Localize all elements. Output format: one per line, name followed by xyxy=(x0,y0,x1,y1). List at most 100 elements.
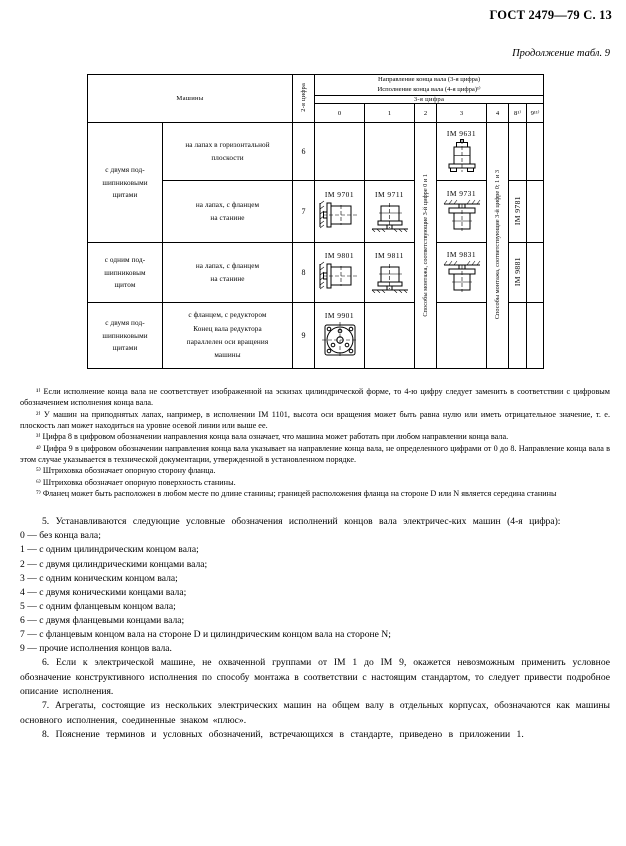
sketch-group-im9631: IM 9631 xyxy=(437,127,486,176)
cell-r3-c8: IM 9881 xyxy=(508,242,527,304)
row-digit-3: 8 xyxy=(292,242,315,304)
header-shaft-direction-line1: Направление конца вала (3-я цифра) xyxy=(378,76,481,83)
row-group-label-4: с двумя под- шипниковыми щитами xyxy=(87,302,163,370)
page-header: ГОСТ 2479—79 С. 13 xyxy=(489,8,612,23)
header-machines: Машины xyxy=(87,73,293,124)
footnote-1: ¹⁾ Если исполнение конца вала не соответ… xyxy=(20,387,610,408)
cell-r2-c8: IM 9781 xyxy=(508,180,527,244)
cell-r4-c9 xyxy=(525,302,545,370)
footnote-4: ⁴⁾ Цифра 9 в цифровом обозначении направ… xyxy=(20,443,610,464)
im-code-9701: IM 9701 xyxy=(324,190,355,200)
header-col-3: 3 xyxy=(436,103,487,124)
cell-r1-c8 xyxy=(508,122,527,182)
list-item: 3 — с одним коническим концом вала; xyxy=(20,572,178,584)
vertical-note-2-label: Способы монтажа, соответствующие 3-й циф… xyxy=(493,170,501,320)
table-row: на лапах, с фланцем на станине 7 IM 9701 xyxy=(88,180,545,244)
list-item: 2 — с двумя цилиндрическими концами вала… xyxy=(20,558,208,570)
row-digit-1: 6 xyxy=(292,122,315,182)
machine-sketch-im9701 xyxy=(319,201,358,229)
sketch-group-im9731: IM 9731 xyxy=(437,187,486,236)
cell-r4-c1 xyxy=(364,302,415,370)
im-code-9811: IM 9811 xyxy=(375,251,404,261)
machine-sketch-im9831 xyxy=(443,261,480,293)
paragraph-7: 7. Агрегаты, состоящие из нескольких эле… xyxy=(20,700,610,726)
row-desc-2: на лапах, с фланцем на станине xyxy=(162,180,293,244)
vertical-note-cell-2: Способы монтажа, соответствующие 3-й циф… xyxy=(486,122,509,370)
cell-r2-c0: IM 9701 xyxy=(314,180,365,244)
im-code-9881: IM 9881 xyxy=(513,257,522,287)
machine-sketch-im9711 xyxy=(371,203,408,233)
list-item: 5 — с одним фланцевым концом вала; xyxy=(20,600,176,612)
footnotes-block: ¹⁾ Если исполнение конца вала не соответ… xyxy=(20,386,610,499)
cell-r4-c8 xyxy=(508,302,527,370)
sketch-group-im9811: IM 9811 xyxy=(365,249,414,296)
row-digit-4: 9 xyxy=(292,302,315,370)
cell-r4-c3 xyxy=(436,302,487,370)
mounting-table-wrapper: Машины 2-я цифра Направление конца вала … xyxy=(87,73,545,370)
im-code-9711: IM 9711 xyxy=(375,190,404,200)
header-shaft-direction-line2: Исполнение конца вала (4-я цифра)¹⁾ xyxy=(377,86,481,94)
footnote-3: ³⁾ Цифра 8 в цифровом обозначении направ… xyxy=(36,432,509,442)
table-row: с одним под- шипниковым щитом на лапах, … xyxy=(87,242,545,304)
list-item: 7 — с фланцевым концом вала на стороне D… xyxy=(20,629,391,641)
vertical-note-cell-1: Способы монтажа, соответствующие 3-й циф… xyxy=(414,122,437,370)
paragraph-5: 5. Устанавливаются следующие условные об… xyxy=(42,516,561,527)
footnote-5: ⁵⁾ Штриховка обозначает опорную сторону … xyxy=(36,466,216,476)
cell-r1-c0 xyxy=(314,122,365,182)
cell-r2-c9 xyxy=(525,180,545,244)
im-code-9831: IM 9831 xyxy=(446,250,477,260)
machine-sketch-im9731 xyxy=(443,200,480,232)
row-group-label-3: с одним под- шипниковым щитом xyxy=(87,242,163,304)
row-desc-1: на лапах в горизонтальной плоскости xyxy=(162,122,293,182)
list-item: 1 — с одним цилиндрическим концом вала; xyxy=(20,544,199,556)
sketch-group-im9901: IM 9901 xyxy=(315,309,364,362)
list-item: 6 — с двумя фланцевыми концами вала; xyxy=(20,614,185,626)
paragraph-8: 8. Пояснение терминов и условных обознач… xyxy=(42,729,524,741)
cell-r2-c1: IM 9711 xyxy=(364,180,415,244)
machine-sketch-im9631 xyxy=(448,139,475,173)
cell-r2-c3: IM 9731 xyxy=(436,180,487,244)
table-header-row-1: Машины 2-я цифра Направление конца вала … xyxy=(87,73,545,124)
header-digit3: 3-я цифра xyxy=(313,95,545,105)
table-row: с двумя под- шипниковыми щитами с фланце… xyxy=(87,302,545,370)
header-col-0: 0 xyxy=(314,103,365,124)
cell-r1-c9 xyxy=(525,122,545,182)
cell-r4-c0: IM 9901 xyxy=(314,302,365,370)
header-col-9: 9¹¹⁾ xyxy=(525,103,545,124)
machine-sketch-im9811 xyxy=(371,264,408,294)
cell-r3-c1: IM 9811 xyxy=(364,242,415,304)
row-desc-4: с фланцем, с редуктором Конец вала редук… xyxy=(162,302,293,370)
header-col-8: 8¹⁾ xyxy=(508,103,527,124)
standard-number: ГОСТ 2479—79 xyxy=(489,8,580,22)
cell-r3-c3: IM 9831 xyxy=(436,242,487,304)
header-shaft-direction: Направление конца вала (3-я цифра) Испол… xyxy=(313,73,545,97)
body-paragraphs: 5. Устанавливаются следующие условные об… xyxy=(20,515,610,743)
im-code-9801: IM 9801 xyxy=(324,251,355,261)
table-row: с двумя под- шипниковыми щитами на лапах… xyxy=(87,122,545,370)
paragraph-6: 6. Если к электрической машине, не охвач… xyxy=(20,657,610,698)
im-code-9781: IM 9781 xyxy=(513,196,522,226)
header-col-1: 1 xyxy=(364,103,415,124)
footnote-2: ²⁾ У машин на приподнятых лапах, наприме… xyxy=(20,409,610,430)
footnote-7: ⁷⁾ Фланец может быть расположен в любом … xyxy=(36,488,557,498)
im-code-9901: IM 9901 xyxy=(324,311,355,321)
im-code-9731: IM 9731 xyxy=(446,189,477,199)
machine-sketch-im9801 xyxy=(319,262,358,290)
row-digit-2: 7 xyxy=(292,180,315,244)
sketch-group-im9801: IM 9801 xyxy=(315,249,364,296)
list-item: 9 — прочие исполнения концов вала. xyxy=(20,643,172,655)
sketch-group-im9701: IM 9701 xyxy=(315,188,364,235)
sketch-group-im9711: IM 9711 xyxy=(365,188,414,235)
row-desc-3: на лапах, с фланцем на станине xyxy=(162,242,293,304)
table-continuation-label: Продолжение табл. 9 xyxy=(512,48,610,59)
cell-r3-c0: IM 9801 xyxy=(314,242,365,304)
footnote-6: ⁶⁾ Штриховка обозначает опорную поверхно… xyxy=(36,477,236,487)
cell-r1-c3: IM 9631 xyxy=(436,122,487,182)
cell-r3-c9 xyxy=(525,242,545,304)
sketch-group-im9831: IM 9831 xyxy=(437,248,486,297)
page-number: С. 13 xyxy=(583,8,612,22)
header-col-4: 4 xyxy=(486,103,509,124)
row-group-label-1: с двумя под- шипниковыми щитами xyxy=(87,122,163,244)
vertical-note-1-label: Способы монтажа, соответствующие 3-й циф… xyxy=(421,173,429,317)
